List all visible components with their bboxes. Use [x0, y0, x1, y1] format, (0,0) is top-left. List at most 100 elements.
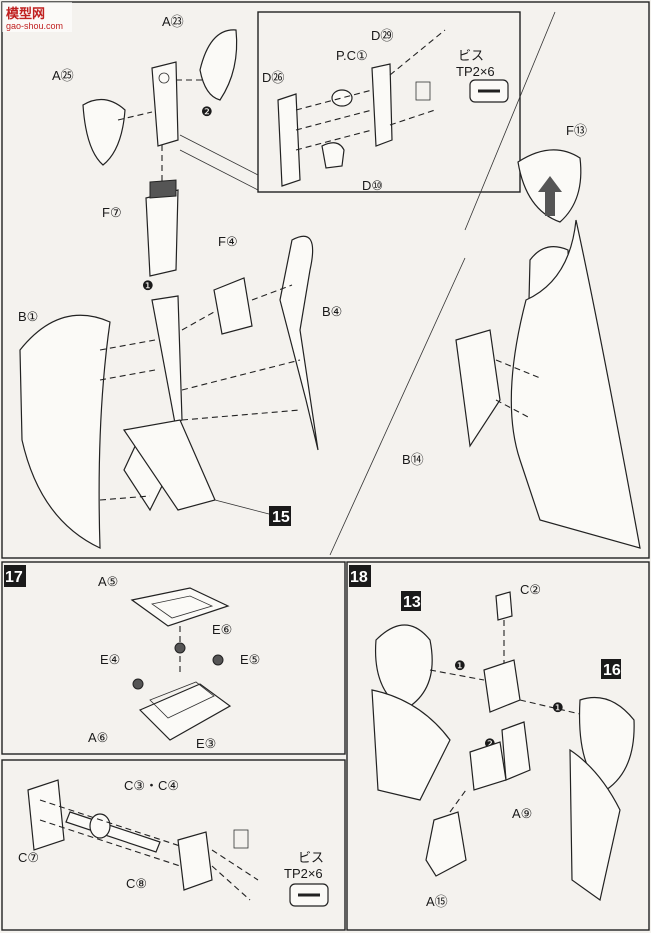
- part-f7: [145, 189, 179, 277]
- part-a9: [501, 721, 531, 781]
- part-center-joint: [483, 659, 521, 713]
- label-e4: E④: [100, 652, 120, 667]
- label-c7: C⑦: [18, 850, 39, 865]
- callout-16: 16: [603, 662, 621, 679]
- part-e4: [132, 678, 144, 690]
- step17b-panel-frame: [1, 759, 346, 931]
- part-b1: [19, 314, 111, 549]
- label-f13: F⑬: [566, 123, 587, 138]
- order-marker-1: ❶: [142, 278, 154, 293]
- part-d26: [277, 93, 301, 187]
- label-a9: A⑨: [512, 806, 532, 821]
- label-screw-head: ビス: [458, 48, 484, 63]
- part-d10: [321, 142, 345, 169]
- guide-b1-1: [99, 339, 156, 351]
- step18-badge: [349, 565, 371, 587]
- label-screw-spec-2: TP2×6: [284, 866, 323, 881]
- part-pc1: [331, 89, 353, 107]
- guide-a15: [449, 789, 467, 813]
- label-screw-spec: TP2×6: [456, 64, 495, 79]
- watermark-title: 模型网: [6, 6, 45, 21]
- part-d29: [371, 63, 393, 147]
- label-pc1: P.C①: [336, 48, 368, 63]
- label-d26: D㉖: [262, 70, 284, 85]
- guide-b14-1: [495, 359, 541, 379]
- label-c2: C②: [520, 582, 541, 597]
- guide-screw-1: [389, 29, 446, 76]
- callout-15-box: [269, 506, 291, 526]
- callout-15-leader: [214, 499, 270, 515]
- guide-c-1: [39, 799, 181, 847]
- label-a6: A⑥: [88, 730, 108, 745]
- detail-inset-frame: [257, 11, 521, 193]
- order-marker-2: ❷: [201, 104, 213, 119]
- assembly-arrow-head: [538, 176, 562, 192]
- inset-leader-line-2: [179, 149, 259, 191]
- part-f4: [213, 277, 253, 335]
- label-b4: B④: [322, 304, 342, 319]
- callout-15: 15: [272, 509, 290, 526]
- screwdriver-icon: [415, 81, 431, 101]
- step18-number: 18: [350, 569, 368, 586]
- guide-screw-2: [389, 109, 436, 126]
- label-f4: F④: [218, 234, 238, 249]
- label-a5: A⑤: [98, 574, 118, 589]
- order-marker-1-left: ❶: [454, 658, 466, 673]
- part-c3c4-cap: [89, 813, 111, 839]
- guide-b1-3: [99, 495, 151, 501]
- part-shoulder-13-body: [371, 689, 451, 801]
- inset-leader-line: [179, 134, 259, 176]
- part-c8: [177, 831, 213, 891]
- part-e5: [212, 654, 224, 666]
- label-e6: E⑥: [212, 622, 232, 637]
- part-a6: [138, 683, 232, 741]
- label-screw-head-2: ビス: [298, 850, 324, 865]
- guide-f4: [181, 311, 215, 331]
- guide-c-screw-1: [211, 849, 259, 881]
- guide-inset-1: [295, 89, 373, 111]
- joint-peg: [158, 72, 170, 84]
- label-f7: F⑦: [102, 205, 122, 220]
- guide-c-screw-2: [211, 865, 251, 901]
- step17-number: 17: [5, 569, 23, 586]
- guide-b1-2: [99, 369, 156, 381]
- label-b14: B⑭: [402, 452, 424, 467]
- part-e6: [174, 642, 186, 654]
- guide-b4-2: [181, 409, 301, 421]
- part-shoulder-13: [374, 624, 433, 711]
- order-marker-1-right: ❶: [552, 700, 564, 715]
- part-upper-frame: [151, 61, 179, 147]
- label-d10: D⑩: [362, 178, 383, 193]
- part-a9-cover: [469, 741, 507, 791]
- label-a25: A㉕: [52, 68, 74, 83]
- callout-13-box: [401, 591, 421, 611]
- step17-panel-frame: [1, 561, 346, 755]
- callout-16-box: [601, 659, 621, 679]
- part-c2: [495, 591, 513, 621]
- guide-a25: [117, 111, 153, 121]
- guide-c-2: [39, 819, 181, 867]
- part-f7-top: [149, 179, 177, 199]
- part-shoulder-16: [578, 696, 635, 791]
- callout-13: 13: [403, 594, 421, 611]
- sub-diagram-divider-2: [329, 257, 466, 556]
- part-c3c4-rod: [65, 811, 161, 853]
- label-e3: E③: [196, 736, 216, 751]
- step17-badge: [4, 565, 26, 587]
- label-c3c4: C③・C④: [124, 778, 179, 793]
- guide-inset-3: [295, 129, 373, 151]
- step16-panel-frame: [1, 1, 650, 559]
- label-a15: A⑮: [426, 894, 448, 909]
- part-a5: [130, 587, 230, 627]
- step18-panel-frame: [346, 561, 650, 931]
- part-shoulder-16-body: [569, 748, 621, 902]
- part-a25: [82, 99, 126, 166]
- label-b1: B①: [18, 309, 38, 324]
- sub-diagram-divider: [464, 11, 556, 231]
- guide-b14-2: [495, 399, 531, 419]
- guide-b4-1: [181, 359, 301, 391]
- guide-16: [519, 699, 581, 715]
- guide-inset-2: [295, 109, 373, 131]
